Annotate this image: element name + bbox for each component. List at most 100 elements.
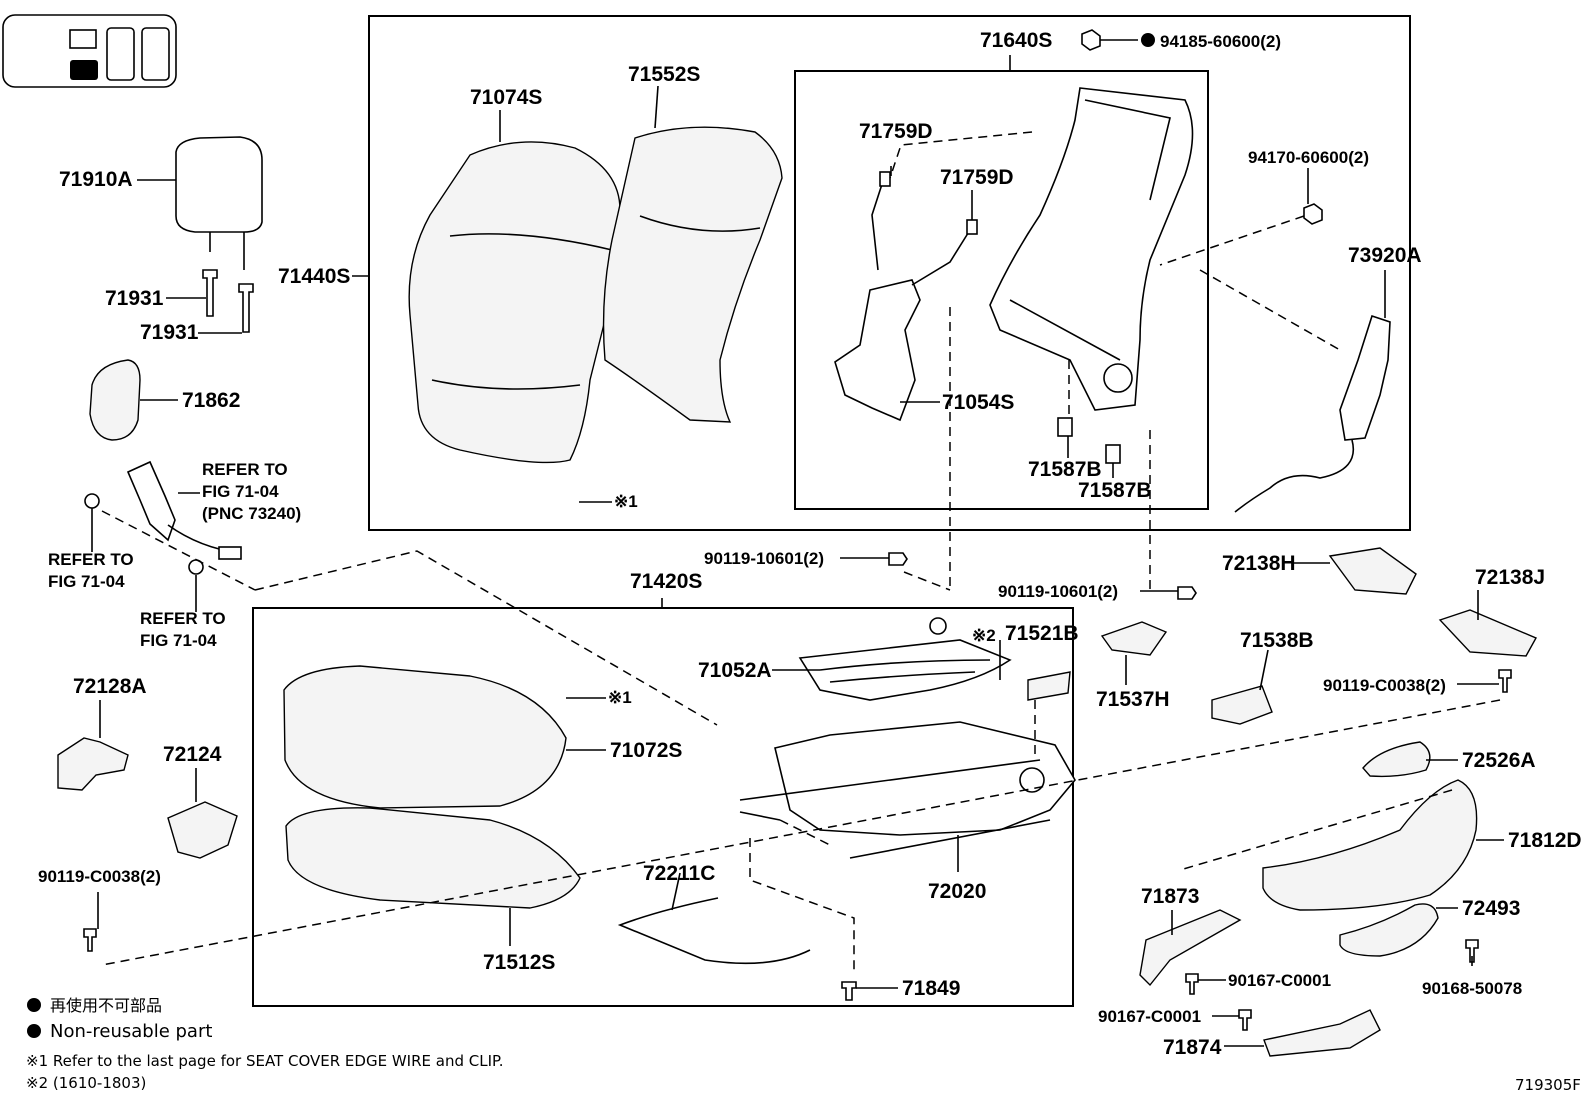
label-90119-C0038-right[interactable]: 90119-C0038(2) [1323, 676, 1446, 695]
cover-72124-drawing [167, 801, 238, 859]
refer-fig-71-04-b-line1: REFER TO [140, 609, 226, 628]
seatbelt-buckle-drawing [84, 460, 242, 575]
refer-fig-71-04-pnc-line3: (PNC 73240) [202, 504, 301, 523]
refer-fig-71-04-pnc-line2: FIG 71-04 [202, 482, 279, 501]
label-72526A[interactable]: 72526A [1462, 749, 1536, 772]
bracket-71873-drawing [1139, 909, 1242, 987]
clip-71849-drawing [841, 981, 857, 1001]
label-72138H[interactable]: 72138H [1222, 552, 1296, 575]
label-71072S[interactable]: 71072S [610, 739, 682, 762]
wire-72211C-drawing [617, 897, 811, 965]
legend-item-en: Non-reusable part [50, 1021, 212, 1042]
refer-fig-71-04-a-line1: REFER TO [48, 550, 134, 569]
label-71640S[interactable]: 71640S [980, 29, 1052, 52]
label-71849[interactable]: 71849 [902, 977, 960, 1000]
nut-94170-drawing [1303, 203, 1323, 225]
legend-item-jp: 再使用不可部品 [50, 996, 162, 1015]
seatback-assembly-box [368, 15, 1411, 531]
side-airbag-drawing [1234, 314, 1391, 513]
label-71587B-a[interactable]: 71587B [1028, 458, 1102, 481]
bracket-71538B-drawing [1211, 685, 1273, 725]
legend-dot-icon [27, 998, 41, 1012]
headrest-drawing [175, 136, 263, 270]
figure-code: 719305F [1515, 1076, 1581, 1094]
cover-72128A-drawing [57, 737, 129, 791]
bolt-90119-10601-a-drawing [888, 552, 908, 566]
seatback-frame-drawing [989, 87, 1194, 411]
label-71931-b[interactable]: 71931 [140, 321, 199, 344]
label-71759D-a[interactable]: 71759D [859, 120, 933, 143]
bracket-71874-drawing [1263, 1009, 1381, 1057]
label-94185-60600[interactable]: 94185-60600(2) [1160, 32, 1281, 51]
nut-94185-drawing [1081, 29, 1101, 51]
legend: 再使用不可部品 Non-reusable part ※1 Refer to th… [26, 996, 503, 1092]
label-71759D-b[interactable]: 71759D [940, 166, 1014, 189]
label-90119-C0038-left[interactable]: 90119-C0038(2) [38, 867, 161, 886]
label-71074S[interactable]: 71074S [470, 86, 542, 109]
label-71931-a[interactable]: 71931 [105, 287, 164, 310]
footnote-1: ※1 Refer to the last page for SEAT COVER… [26, 1052, 503, 1070]
label-71538B[interactable]: 71538B [1240, 629, 1314, 652]
label-72128A[interactable]: 72128A [73, 675, 147, 698]
label-72124[interactable]: 72124 [163, 743, 222, 766]
label-71862[interactable]: 71862 [182, 389, 240, 412]
label-90167-C0001-b[interactable]: 90167-C0001 [1098, 1007, 1201, 1026]
bracket-71537H-drawing [1100, 621, 1168, 656]
screw-90167-a-drawing [1185, 973, 1199, 995]
label-71910A[interactable]: 71910A [59, 168, 133, 191]
label-90167-C0001-a[interactable]: 90167-C0001 [1228, 971, 1331, 990]
cover-71862-drawing [89, 359, 141, 441]
refer-fig-71-04-b-line2: FIG 71-04 [140, 631, 217, 650]
bracket-72138H-drawing [1328, 547, 1417, 595]
headrest-guide-drawing [202, 269, 254, 333]
legend-dot-icon [27, 1024, 41, 1038]
cushion-pad-drawing [285, 807, 581, 909]
label-71812D[interactable]: 71812D [1508, 829, 1582, 852]
clip-71587B-b-drawing [1105, 444, 1121, 464]
screw-left-drawing [83, 928, 97, 952]
label-90168-50078[interactable]: 90168-50078 [1422, 979, 1522, 998]
note1-marker-cushion: ※1 [608, 688, 632, 707]
seatback-pad-drawing [602, 126, 783, 423]
label-71420S[interactable]: 71420S [630, 570, 702, 593]
screw-90168-drawing [1465, 939, 1479, 963]
label-72211C[interactable]: 72211C [643, 862, 715, 885]
label-71440S[interactable]: 71440S [278, 265, 350, 288]
seat-spring-drawing [798, 617, 1012, 701]
leader-lines [91, 39, 1504, 1047]
seat-position-icon [2, 14, 177, 88]
label-72138J[interactable]: 72138J [1475, 566, 1545, 589]
mat-71521B-drawing [1027, 671, 1071, 701]
shield-71812D-drawing [1262, 779, 1478, 911]
label-90119-10601-a[interactable]: 90119-10601(2) [704, 549, 824, 568]
clip-71587B-a-drawing [1057, 417, 1073, 437]
label-71521B[interactable]: 71521B [1005, 622, 1079, 645]
label-71512S[interactable]: 71512S [483, 951, 555, 974]
seatback-frame-box [794, 70, 1209, 510]
note2-marker: ※2 [972, 626, 996, 645]
note1-marker-back: ※1 [614, 492, 638, 511]
screw-90167-b-drawing [1238, 1009, 1252, 1031]
label-71873[interactable]: 71873 [1141, 885, 1199, 908]
label-94170-60600[interactable]: 94170-60600(2) [1248, 148, 1369, 167]
label-71552S[interactable]: 71552S [628, 63, 700, 86]
refer-fig-71-04-a-line2: FIG 71-04 [48, 572, 125, 591]
bracket-72138J-drawing [1438, 609, 1537, 657]
label-72020[interactable]: 72020 [928, 880, 986, 903]
cover-72526A-drawing [1362, 741, 1431, 778]
label-72493[interactable]: 72493 [1462, 897, 1520, 920]
label-71874[interactable]: 71874 [1163, 1036, 1222, 1059]
lumbar-support-drawing [834, 171, 978, 422]
label-71054S[interactable]: 71054S [942, 391, 1014, 414]
label-71052A[interactable]: 71052A [698, 659, 772, 682]
label-90119-10601-b[interactable]: 90119-10601(2) [998, 582, 1118, 601]
label-73920A[interactable]: 73920A [1348, 244, 1422, 267]
refer-fig-71-04-pnc-line1: REFER TO [202, 460, 288, 479]
assembly-guide-lines [101, 131, 1501, 975]
footnote-2: ※2 (1610-1803) [26, 1074, 146, 1092]
label-71537H[interactable]: 71537H [1096, 688, 1170, 711]
cushion-cover-drawing [283, 665, 567, 809]
label-71587B-b[interactable]: 71587B [1078, 479, 1152, 502]
bolt-90119-10601-b-drawing [1177, 586, 1197, 600]
